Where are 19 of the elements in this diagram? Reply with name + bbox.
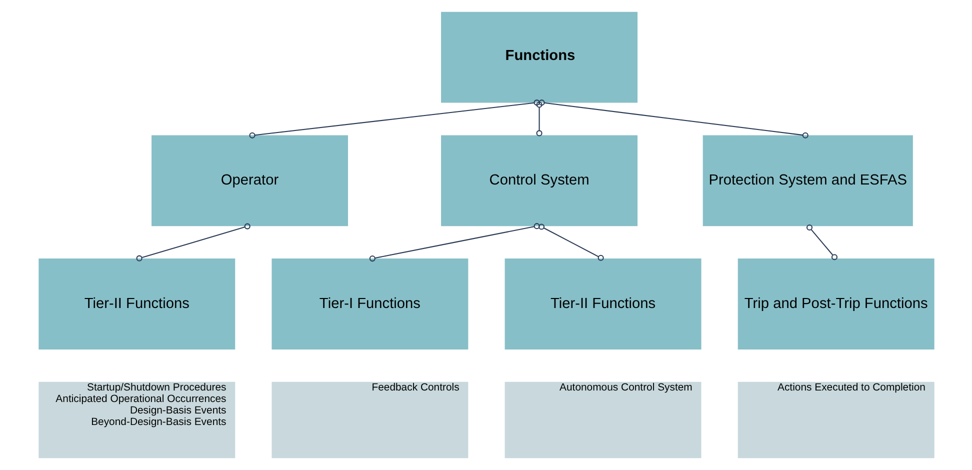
connector <box>536 102 542 136</box>
node-box: Tier-I Functions <box>271 258 468 350</box>
node-box: Tier-II Functions <box>504 258 701 350</box>
connector <box>538 100 808 138</box>
node-box: Operator <box>151 135 348 226</box>
node-box: Control System <box>440 135 638 226</box>
connector <box>806 224 837 260</box>
node-box: Startup/Shutdown Procedures Anticipated Operational Occurrences Design-Basis Events Beyond-Design-Basis Events <box>38 382 235 458</box>
connector <box>368 223 540 262</box>
node-box: Functions <box>440 12 638 103</box>
node-box: Feedback Controls <box>271 382 468 458</box>
node-box: Protection System and ESFAS <box>702 135 912 226</box>
connector <box>538 224 604 261</box>
connector <box>248 100 540 138</box>
node-box: Autonomous Control System <box>504 382 701 458</box>
node-box: Actions Executed to Completion <box>737 382 934 458</box>
connector <box>136 223 250 262</box>
node-box: Tier-II Functions <box>38 258 235 350</box>
node-box: Trip and Post-Trip Functions <box>737 258 934 350</box>
